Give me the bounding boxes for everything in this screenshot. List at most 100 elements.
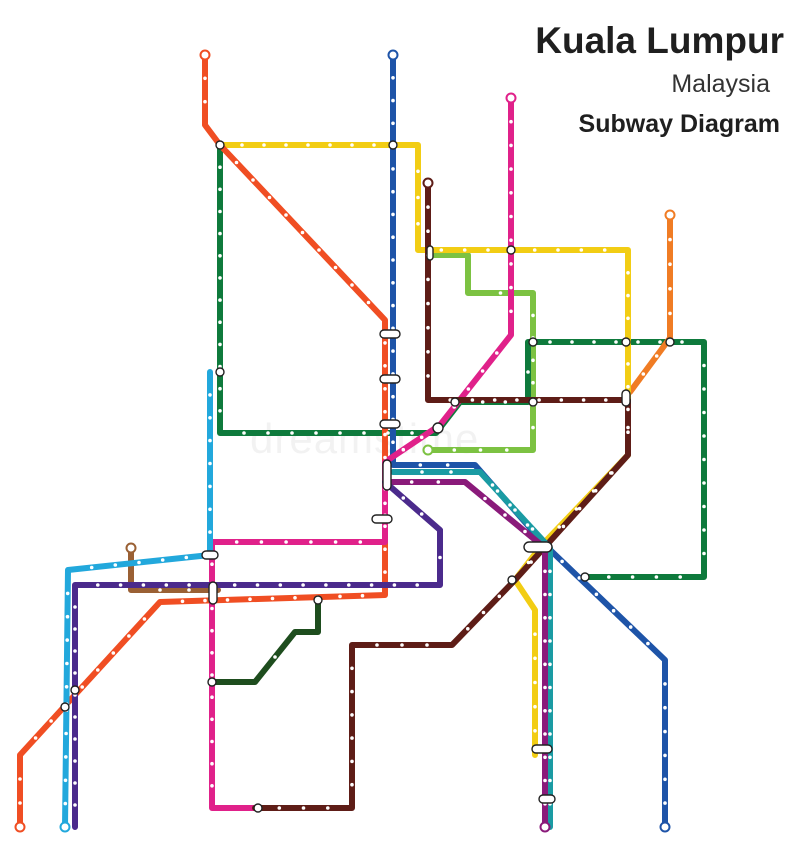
station-dot (383, 409, 387, 414)
station-dot (218, 231, 222, 236)
station-dot (658, 340, 662, 344)
station-dot (350, 666, 354, 671)
station-dot (290, 431, 294, 435)
station-dot (158, 588, 162, 592)
station-dot (267, 195, 272, 200)
line-orange (627, 212, 673, 395)
station-dot (543, 685, 547, 690)
interchange-station (506, 245, 516, 255)
map-title: Kuala Lumpur (535, 20, 784, 61)
station-dot (525, 523, 530, 527)
transfer-station (531, 744, 553, 754)
station-dot (270, 596, 275, 601)
station-dot (218, 254, 222, 258)
station-dot (350, 143, 354, 147)
map-caption: Subway Diagram (578, 110, 780, 138)
station-dot (663, 777, 667, 782)
station-dot (391, 98, 395, 103)
station-dot (626, 430, 630, 435)
station-dot (579, 248, 584, 252)
station-dot (626, 425, 630, 430)
station-dot (436, 480, 441, 484)
station-dot (333, 540, 338, 544)
station-dot (509, 238, 513, 242)
station-dot (210, 673, 214, 677)
station-dot (556, 248, 560, 252)
interchange-station (580, 572, 590, 582)
transfer-station (201, 550, 219, 560)
station-dot (509, 285, 513, 290)
station-dot (350, 283, 354, 287)
station-dot (210, 784, 214, 788)
interchange-station (388, 140, 398, 150)
station-dot (548, 732, 552, 736)
station-dot (702, 457, 706, 462)
station-dot (391, 235, 395, 239)
transfer-station (379, 329, 401, 339)
station-dot (273, 655, 277, 659)
station-dot (259, 540, 264, 544)
station-dot (127, 634, 131, 638)
station-dot (210, 761, 214, 766)
station-dot (64, 685, 69, 689)
station-dot (350, 713, 354, 717)
station-dot (570, 340, 574, 344)
station-dot (594, 592, 599, 597)
station-dot (234, 540, 239, 544)
station-dot (203, 99, 207, 104)
station-dot (73, 715, 77, 719)
station-dot (350, 736, 354, 740)
station-dot (531, 380, 535, 385)
station-dot (626, 362, 630, 366)
station-dot (523, 529, 527, 534)
station-dot (160, 558, 165, 562)
station-dot (301, 806, 306, 810)
station-dot (548, 616, 552, 620)
station-dot (65, 591, 70, 596)
station-dot (548, 340, 552, 344)
station-dot (73, 649, 77, 653)
station-dot (426, 325, 430, 330)
station-dot (347, 583, 351, 587)
station-dot (626, 384, 630, 389)
station-dot (210, 606, 214, 611)
station-dot (89, 565, 94, 570)
station-dot (548, 685, 552, 690)
station-dot (543, 662, 547, 667)
station-dot (164, 583, 169, 587)
transfer-station (523, 541, 553, 553)
station-dot (663, 705, 667, 710)
interchange-station (621, 337, 631, 347)
transfer-station (379, 374, 401, 384)
station-dot (663, 682, 667, 686)
station-dot (419, 435, 424, 440)
station-dot (277, 806, 282, 810)
station-dot (80, 685, 84, 689)
terminal-station (387, 49, 399, 61)
station-dot (497, 594, 502, 599)
station-dot (383, 387, 387, 391)
station-dot (210, 717, 214, 722)
station-dot (628, 625, 633, 629)
station-dot (73, 627, 77, 631)
station-dot (284, 143, 288, 147)
terminal-station (422, 444, 434, 456)
station-dot (208, 461, 212, 466)
station-dot (400, 643, 404, 647)
station-dot (626, 407, 630, 412)
station-dot (362, 431, 366, 435)
interchange-station (507, 575, 517, 585)
transfer-station (426, 245, 434, 261)
station-dot (187, 583, 191, 587)
terminal-station (505, 92, 517, 104)
station-dot (383, 547, 387, 551)
station-dot (111, 651, 116, 655)
station-dot (495, 489, 500, 493)
station-dot (141, 583, 146, 587)
station-dot (438, 555, 442, 560)
station-dot (391, 440, 395, 445)
transfer-station (432, 422, 444, 434)
station-dot (255, 583, 260, 587)
station-dot (96, 668, 100, 672)
terminal-station (539, 821, 551, 833)
